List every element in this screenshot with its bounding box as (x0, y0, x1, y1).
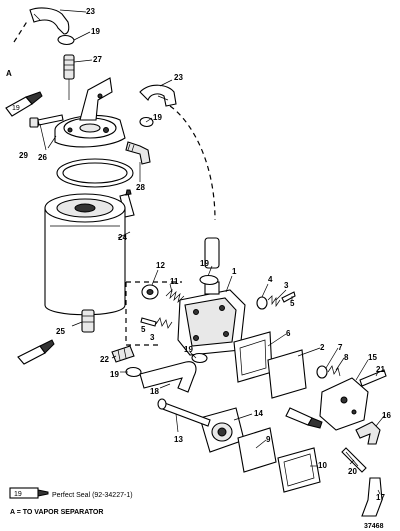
clamp-19-pump (199, 274, 219, 286)
clamp-19-pump-lower (191, 352, 208, 364)
callout-22: 22 (100, 355, 109, 364)
callout-19-mid: 19 (110, 370, 119, 379)
washer-7 (316, 365, 328, 379)
callout-9: 9 (266, 435, 271, 444)
elbow-fitting-28 (125, 141, 151, 165)
spring-8 (327, 365, 341, 377)
leader-lines (39, 9, 385, 495)
callout-11: 11 (170, 277, 179, 286)
callout-28: 28 (136, 183, 145, 192)
callout-numbers: 23 19 27 23 19 29 26 28 24 25 1 4 3 5 12… (6, 7, 391, 502)
clamp-19-mid (125, 366, 142, 378)
callout-19-right: 19 (153, 113, 162, 122)
figure-number: 37468 (364, 523, 384, 530)
callout-2: 2 (320, 343, 325, 352)
fitting-22 (111, 345, 135, 363)
housing-14 (199, 407, 245, 453)
screw-5-upper (281, 291, 296, 303)
callout-19-pump: 19 (200, 259, 209, 268)
callout-6: 6 (286, 329, 291, 338)
callout-23-right: 23 (174, 73, 183, 82)
elbow-16 (355, 421, 381, 445)
callout-27: 27 (93, 55, 102, 64)
gasket-10 (277, 447, 321, 493)
tube-label: 19 (12, 105, 20, 112)
callout-17: 17 (376, 493, 385, 502)
screw-21 (359, 369, 387, 387)
callout-20: 20 (348, 467, 357, 476)
callout-26: 26 (38, 153, 47, 162)
sealant-tube-upper: 19 (5, 91, 43, 117)
callout-7: 7 (338, 343, 343, 352)
washer-4 (256, 296, 268, 310)
hose-23-right (139, 84, 220, 269)
cover-15 (319, 377, 369, 431)
filter-seal-ring (56, 158, 134, 188)
diaphragm-2 (267, 349, 307, 399)
gasket-9 (237, 427, 277, 473)
sealant-tube-lower (17, 339, 55, 365)
callout-13: 13 (174, 435, 183, 444)
callout-29: 29 (19, 151, 28, 160)
callout-5-upper: 5 (290, 299, 295, 308)
legend-sealant-icon: 19 (9, 487, 49, 499)
drain-plug-25 (81, 309, 95, 333)
callout-1: 1 (232, 267, 237, 276)
callout-21: 21 (376, 365, 385, 374)
callout-5-lower: 5 (141, 325, 146, 334)
callout-12: 12 (156, 261, 165, 270)
sealant-tube-16 (285, 407, 323, 429)
callout-23-top: 23 (86, 7, 95, 16)
fitting-27 (63, 54, 75, 100)
legend-a-note: A = TO VAPOR SEPARATOR (10, 509, 103, 516)
callout-3-lower: 3 (150, 333, 155, 342)
callout-16: 16 (382, 411, 391, 420)
legend-sealant-text: Perfect Seal (92-34227-1) (52, 492, 133, 499)
spring-3-upper (267, 295, 281, 308)
clamp-19-top (57, 34, 75, 46)
callout-4: 4 (268, 275, 273, 284)
fuel-filter-24 (44, 193, 126, 316)
callout-8: 8 (344, 353, 349, 362)
bolt-29 (29, 114, 64, 128)
callout-25: 25 (56, 327, 65, 336)
callout-3-upper: 3 (284, 281, 289, 290)
marker-a: A (6, 69, 12, 78)
bolt-13 (157, 398, 211, 427)
hose-23-top-left (13, 7, 70, 43)
callout-19-pump-lower: 19 (184, 345, 193, 354)
callout-14: 14 (254, 409, 263, 418)
cap-12 (141, 284, 159, 300)
callout-24: 24 (118, 233, 127, 242)
screw-5-lower (140, 317, 157, 327)
hose-17 (361, 477, 383, 517)
legend-sealant-tube-label: 19 (14, 491, 22, 498)
callout-19-top: 19 (91, 27, 100, 36)
callout-10: 10 (318, 461, 327, 470)
filter-bracket-26 (54, 77, 126, 148)
spring-3-lower (155, 317, 173, 329)
hose-18 (139, 361, 197, 393)
gasket-6 (233, 331, 273, 383)
callout-18: 18 (150, 387, 159, 396)
legend: 19 Perfect Seal (92-34227-1) A = TO VAPO… (9, 487, 133, 516)
callout-15: 15 (368, 353, 377, 362)
assembly-boundary-dashed (125, 281, 182, 346)
